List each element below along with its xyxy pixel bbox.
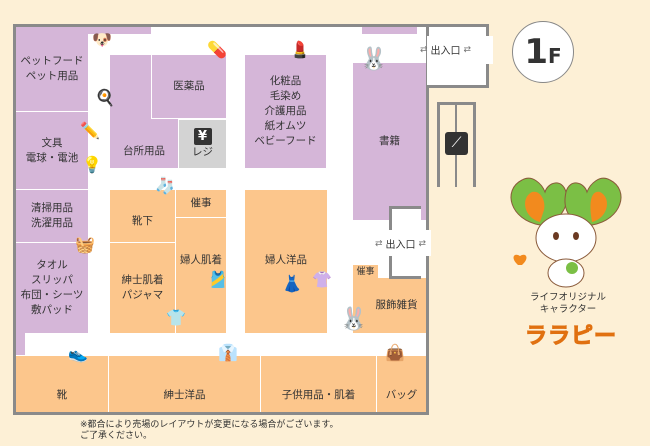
zone-books[interactable]: 書籍 — [353, 63, 426, 220]
medicine-bottle-icon: 💊 — [207, 40, 227, 59]
zone-cosmetics[interactable]: 化粧品 毛染め 介護用品 紙オムツ ベビーフード — [245, 55, 326, 168]
zone-label: ペットフード ペット用品 — [20, 55, 84, 82]
zone-label: 催事 — [356, 266, 375, 277]
zone-label: 紳士肌着 パジャマ — [121, 274, 164, 301]
zone-stationery[interactable]: 文具 電球・電池 — [16, 112, 88, 189]
zone-womens-underwear[interactable]: 婦人肌着 — [176, 218, 226, 333]
exit-top[interactable]: ⇄ 出入口 ⇄ — [420, 42, 471, 57]
yen-icon: ¥ — [193, 128, 212, 145]
dress-icon: 👚 — [312, 270, 332, 289]
zone-label: 台所用品 — [123, 145, 165, 157]
socks-icon: 🧦 — [155, 176, 175, 195]
zone-label: 紳士洋品 — [163, 388, 206, 401]
mascot-small-icon: 🐰 — [360, 47, 388, 72]
zone-accessories[interactable]: 服飾雑貨 — [353, 278, 426, 333]
bag-icon: 👜 — [385, 343, 405, 362]
shoes-icon: 👟 — [68, 344, 88, 363]
zone-label: 催事 — [190, 197, 212, 209]
exit-arrows-icon: ⇄ — [418, 238, 427, 249]
stationery-icon: ✏️ — [80, 121, 100, 140]
exit-opening — [386, 230, 394, 256]
escalator-icon[interactable]: ⟋ — [445, 132, 468, 155]
zone-label: 服飾雑貨 — [375, 299, 418, 311]
zone-label: 文具 電球・電池 — [25, 136, 79, 164]
pet-food-icon: 🐶 — [92, 30, 112, 49]
zone-strip — [16, 333, 25, 355]
character-logo: ララピー — [524, 324, 618, 350]
zone-event-1[interactable]: 催事 — [176, 190, 226, 217]
zone-label: 子供用品・肌着 — [281, 388, 356, 401]
zone-bags[interactable]: バッグ — [377, 356, 426, 412]
layout-note: ※都合により売場のレイアウトが変更になる場合がございます。 ご了承ください。 — [80, 420, 339, 441]
floor-letter: F — [548, 44, 562, 68]
zone-label: 靴 — [56, 388, 68, 401]
zone-label: 婦人洋品 — [265, 254, 307, 266]
cosmetics-icon: 💄 — [290, 40, 310, 59]
frying-pan-icon: 🍳 — [95, 88, 115, 107]
character-caption: ライフオリジナル キャラクター — [530, 292, 607, 315]
shirt-tie-icon: 👔 — [218, 343, 238, 362]
tshirt-icon: 👕 — [166, 308, 186, 327]
camisole-icon: 🎽 — [208, 270, 228, 289]
exit-middle[interactable]: ⇄ 出入口 ⇄ — [375, 236, 426, 251]
exit-arrows-icon: ⇄ — [420, 44, 428, 55]
zone-register[interactable]: ¥ レジ — [179, 120, 226, 168]
towels-icon: 🧺 — [75, 235, 95, 254]
zone-mens-clothing[interactable]: 紳士洋品 — [109, 356, 260, 412]
zone-label: 清掃用品 洗濯用品 — [31, 202, 73, 229]
mascot-small-icon: 🐰 — [340, 307, 368, 332]
zone-event-2[interactable]: 催事 — [353, 265, 378, 279]
zone-towel[interactable]: タオル スリッパ 布団・シーツ 敷パッド — [16, 243, 88, 333]
exit-arrows-icon: ⇄ — [375, 238, 383, 249]
zone-medicine[interactable]: 医薬品 — [151, 55, 226, 119]
exit-arrows-icon: ⇄ — [463, 44, 472, 55]
zone-socks[interactable]: 靴下 — [110, 190, 175, 242]
zone-pet[interactable]: ペットフード ペット用品 — [16, 27, 88, 111]
zone-kids[interactable]: 子供用品・肌着 — [261, 356, 376, 412]
zone-label: 化粧品 毛染め 介護用品 紙オムツ ベビーフード — [254, 75, 317, 147]
zone-mens-underwear[interactable]: 紳士肌着 パジャマ — [110, 243, 175, 333]
mascot-lalapy-icon — [510, 177, 622, 288]
light-bulb-icon: 💡 — [82, 155, 102, 174]
skirt-icon: 👗 — [282, 274, 302, 293]
exit-label: 出入口 — [385, 240, 416, 251]
zone-label: 婦人肌着 — [180, 254, 222, 266]
zone-label: レジ — [192, 146, 213, 158]
zone-shoes[interactable]: 靴 — [16, 356, 108, 412]
exit-opening — [429, 36, 493, 64]
zone-label: 書籍 — [379, 135, 400, 147]
floor-number: 1 — [524, 32, 548, 72]
zone-label: タオル スリッパ 布団・シーツ 敷パッド — [20, 259, 84, 316]
zone-womens-clothing[interactable]: 婦人洋品 — [245, 190, 327, 333]
zone-cleaning[interactable]: 清掃用品 洗濯用品 — [16, 190, 88, 242]
exit-label: 出入口 — [430, 46, 461, 57]
zone-label: 医薬品 — [173, 80, 205, 92]
zone-label: 靴下 — [132, 214, 153, 227]
zone-label: バッグ — [385, 388, 418, 401]
exit-opening — [421, 230, 431, 256]
exit-vestibule — [389, 206, 421, 279]
zone-strip — [362, 27, 417, 34]
